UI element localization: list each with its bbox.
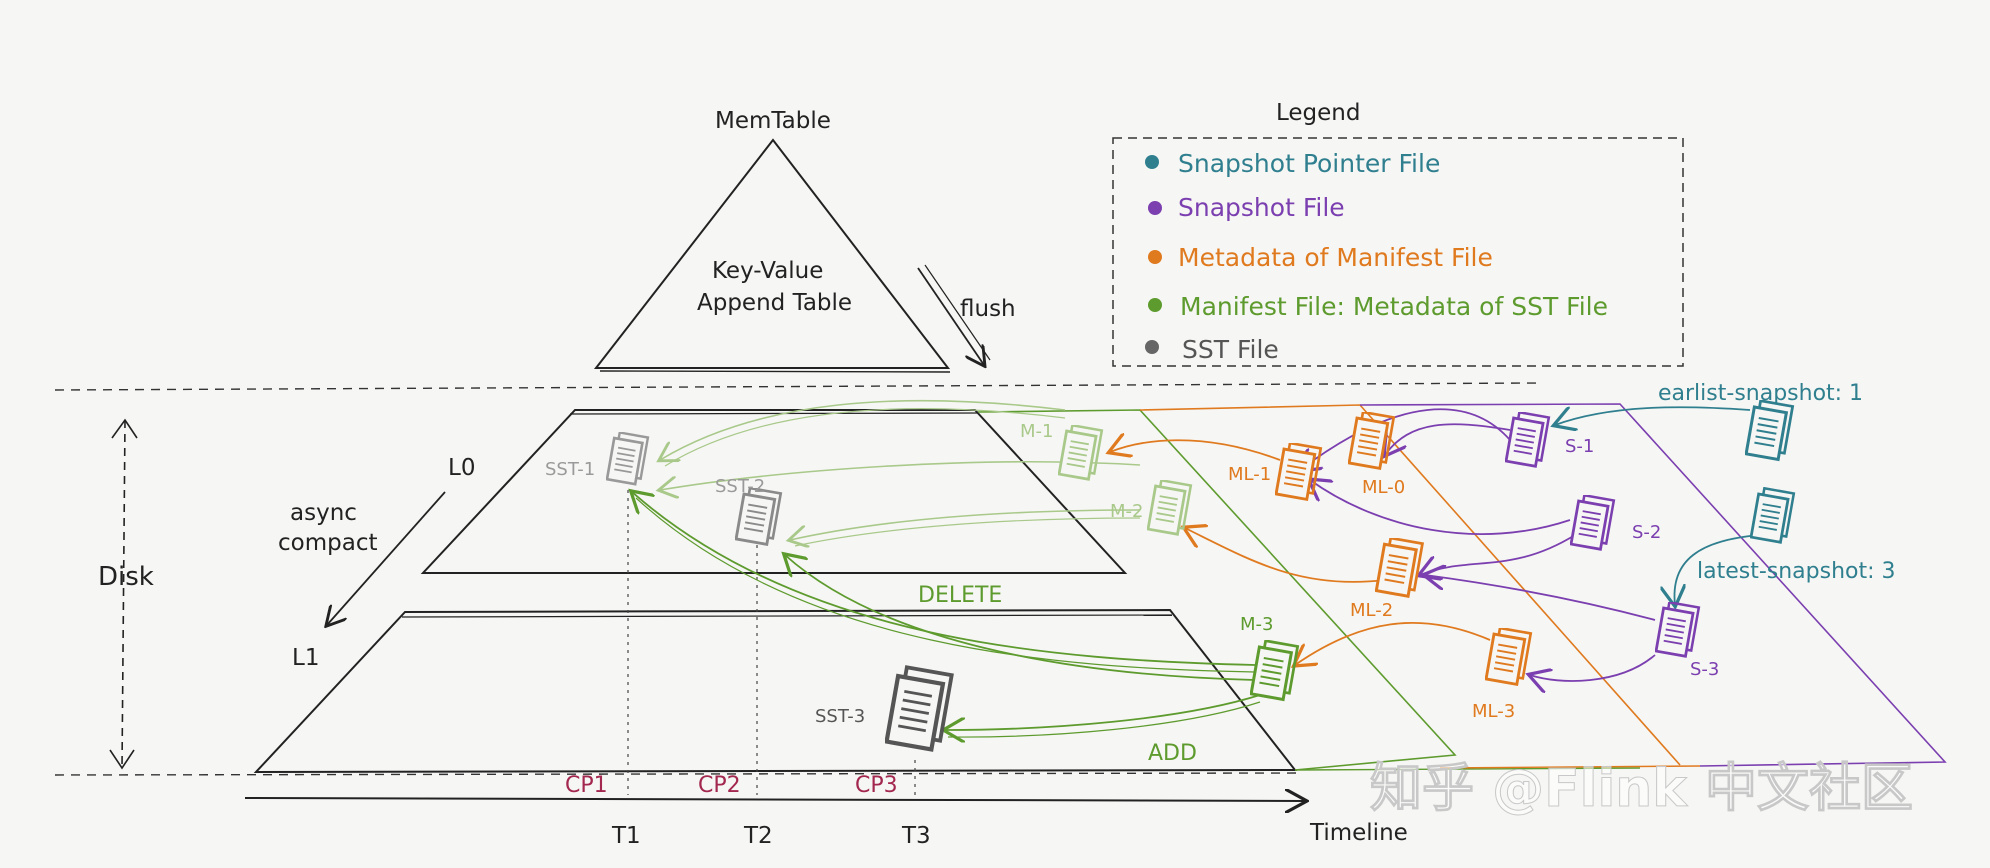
arrow-ml3-to-m3 [1295, 621, 1491, 665]
time-t1: T1 [611, 823, 641, 849]
arrow-latest-to-s3 [1674, 534, 1761, 605]
legend-item-snapshot: Snapshot File [1178, 193, 1345, 222]
async-compact-arrow [327, 491, 446, 625]
legend-item-manifest-meta: Metadata of Manifest File [1178, 243, 1493, 272]
legend-dot-gray [1145, 340, 1159, 354]
legend-item-snapshot-pointer: Snapshot Pointer File [1178, 149, 1440, 178]
arrow-ml1-to-m1 [1110, 440, 1281, 461]
legend-dot-orange [1148, 250, 1162, 264]
arrow-ml2-to-m2 [1185, 528, 1386, 583]
legend-title: Legend [1276, 100, 1361, 126]
m1-file-icon [1058, 425, 1104, 481]
ml1-file-icon [1275, 443, 1323, 501]
time-t3: T3 [901, 823, 931, 849]
green-layer-outline [977, 409, 1457, 771]
s1-label: S-1 [1565, 436, 1594, 457]
delete-operation-label: DELETE [918, 583, 1002, 608]
s2-file-icon [1570, 495, 1616, 551]
l0-level-shape [420, 409, 1128, 574]
m2-label: M-2 [1110, 501, 1143, 522]
earliest-pointer-icon [1745, 400, 1795, 461]
disk-top-boundary [54, 382, 1541, 391]
arrow-s3-to-ml3 [1530, 654, 1656, 681]
ml2-file-icon [1375, 538, 1424, 598]
checkpoint-cp2: CP2 [698, 773, 741, 798]
ml2-label: ML-2 [1350, 600, 1393, 621]
arrow-s1-to-ml1 [1300, 408, 1511, 470]
ml0-label: ML-0 [1362, 477, 1405, 498]
async-compact-line2: compact [278, 530, 377, 556]
checkpoint-cp1: CP1 [565, 773, 608, 798]
memtable-body-line1: Key-Value [712, 258, 823, 284]
legend-dot-teal [1145, 155, 1159, 169]
l0-label: L0 [448, 455, 475, 481]
flush-label: flush [960, 296, 1016, 322]
arrow-s2-to-ml1 [1310, 480, 1571, 535]
sst1-label: SST-1 [545, 459, 595, 480]
disk-span-arrow [121, 419, 126, 769]
s1-file-icon [1505, 412, 1551, 468]
m3-file-icon [1250, 640, 1300, 701]
ml3-file-icon [1485, 628, 1533, 686]
add-operation-label: ADD [1148, 741, 1197, 766]
disk-bottom-boundary [54, 772, 1301, 776]
timeline-label: Timeline [1309, 820, 1408, 846]
memtable-body-line2: Append Table [697, 290, 852, 316]
flush-arrow [917, 267, 984, 365]
memtable-triangle [593, 138, 951, 369]
memtable-title: MemTable [715, 108, 831, 134]
sst3-file-icon [887, 667, 952, 749]
s3-file-icon [1655, 602, 1701, 658]
m3-label: M-3 [1240, 614, 1273, 635]
s3-label: S-3 [1690, 659, 1719, 680]
sst3-label: SST-3 [815, 706, 865, 727]
ml3-label: ML-3 [1472, 701, 1515, 722]
m1-label: M-1 [1020, 421, 1053, 442]
ml1-label: ML-1 [1228, 464, 1271, 485]
l1-label: L1 [292, 645, 319, 671]
disk-label: Disk [98, 562, 154, 592]
legend-box [1112, 137, 1684, 367]
legend-item-manifest-file: Manifest File: Metadata of SST File [1180, 292, 1608, 321]
watermark: 知乎 @Flink 中文社区 [1370, 759, 1913, 819]
sst1-file-icon [606, 432, 650, 486]
s2-label: S-2 [1632, 522, 1661, 543]
arrow-earliest-to-s1 [1555, 406, 1751, 425]
checkpoint-cp3: CP3 [855, 773, 898, 798]
sst2-label: SST-2 [715, 476, 765, 497]
arrow-m1-to-sst1 [660, 399, 1066, 460]
legend-item-sst: SST File [1182, 335, 1279, 364]
time-t2: T2 [743, 823, 773, 849]
arrow-m3-to-sst3 [945, 694, 1261, 730]
arrow-m2-to-sst2 [790, 509, 1141, 540]
latest-pointer-label: latest-snapshot: 3 [1697, 559, 1896, 584]
purple-layer-outline [1359, 403, 1947, 767]
arrow-s2-to-ml2 [1420, 534, 1576, 575]
m2-file-icon [1147, 480, 1193, 536]
arrow-s1-to-ml0 [1385, 423, 1511, 455]
arrow-m3-to-sst2 [785, 555, 1256, 681]
l1-level-shape [253, 608, 1298, 774]
async-compact-line1: async [290, 500, 357, 526]
arrow-s3-to-ml2 [1425, 575, 1656, 621]
timeline-arrow [244, 798, 1305, 801]
legend-dot-green [1148, 298, 1162, 312]
legend-dot-purple [1148, 201, 1162, 215]
latest-pointer-icon [1750, 487, 1796, 544]
earliest-pointer-label: earlist-snapshot: 1 [1658, 381, 1863, 406]
